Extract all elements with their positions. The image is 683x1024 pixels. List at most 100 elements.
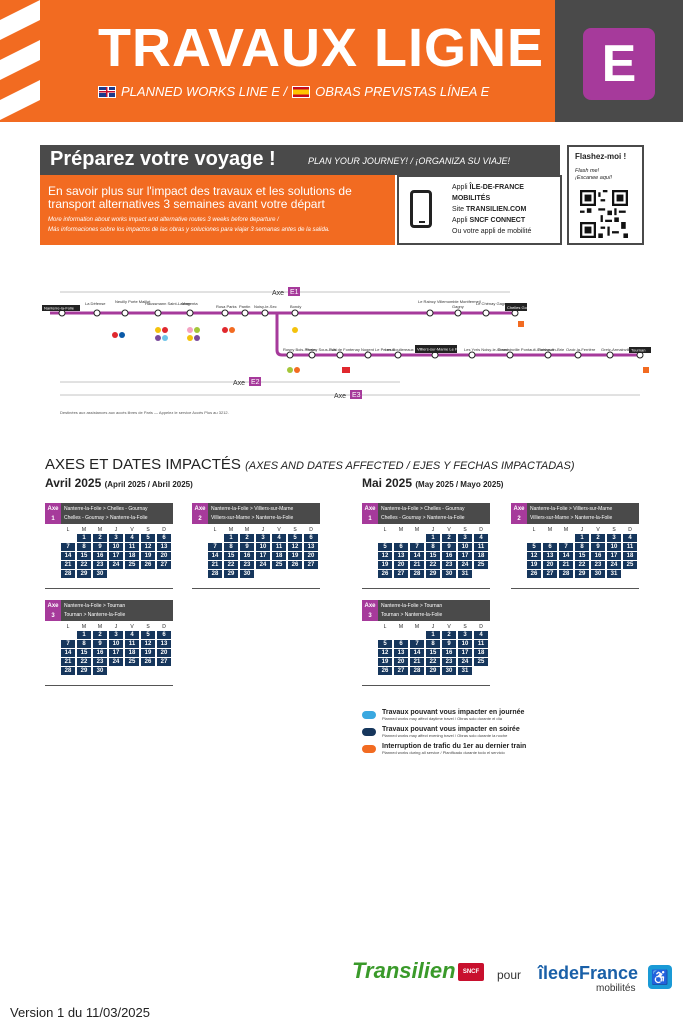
day-cell: 1	[426, 631, 440, 639]
day-cell: 24	[458, 561, 472, 569]
day-cell: 15	[77, 552, 91, 560]
interruption-swatch	[362, 745, 376, 753]
day-cell: 9	[93, 543, 107, 551]
day-cell: 11	[125, 640, 139, 648]
weekday-label: J	[261, 527, 265, 533]
calendar-divider	[511, 588, 639, 589]
weekday-label: M	[563, 527, 569, 533]
day-cell: 28	[410, 570, 424, 578]
prepare-info-panel	[40, 175, 395, 245]
weekday-label: D	[628, 527, 632, 533]
day-cell: 15	[77, 649, 91, 657]
day-cell: 14	[410, 552, 424, 560]
day-cell: 13	[394, 649, 408, 657]
weekday-label: J	[431, 624, 435, 630]
day-cell: 15	[426, 649, 440, 657]
svg-text:La Défense: La Défense	[85, 301, 106, 306]
day-cell: 20	[543, 561, 557, 569]
day-cell: 19	[527, 561, 541, 569]
axe3-num: E3	[352, 392, 361, 399]
day-cell: 16	[93, 649, 107, 657]
day-cell: 26	[527, 570, 541, 578]
prepare-small-es: Más informaciones sobre los impactos de …	[48, 227, 330, 233]
svg-text:Chelles Gournay: Chelles Gournay	[507, 305, 537, 310]
day-cell: 1	[77, 534, 91, 542]
day-cell: 17	[458, 552, 472, 560]
day-cell: 19	[288, 552, 302, 560]
day-cell: 21	[61, 561, 75, 569]
day-cell: 6	[157, 631, 171, 639]
day-cell: 10	[607, 543, 621, 551]
day-cell: 12	[378, 649, 392, 657]
axe3-label: Axe	[334, 393, 346, 400]
day-cell: 31	[458, 667, 472, 675]
header-banner: TRAVAUX LIGNE PLANNED WORKS LINE E / OBR…	[0, 0, 555, 122]
weekday-label: M	[228, 527, 234, 533]
day-cell: 25	[272, 561, 286, 569]
svg-text:Bondy: Bondy	[290, 304, 301, 309]
day-cell: 4	[125, 631, 139, 639]
weekday-label: J	[431, 527, 435, 533]
app-idfm[interactable]: Appli ÎLE-DE-FRANCE MOBILITÉS	[452, 184, 524, 202]
calendar-divider	[362, 588, 490, 589]
phone-icon	[410, 190, 432, 228]
weekday-label: J	[580, 527, 584, 533]
calendar-divider	[45, 685, 173, 686]
svg-text:Roissy-en-Brie: Roissy-en-Brie	[538, 347, 565, 352]
day-cell: 28	[208, 570, 222, 578]
uk-flag-icon	[98, 85, 116, 98]
site-transilien[interactable]: Site TRANSILIEN.COM	[452, 206, 527, 213]
axe1-badge	[288, 287, 300, 296]
day-cell: 29	[575, 570, 589, 578]
month-may: Mai 2025 (May 2025 / Mayo 2025)	[362, 476, 504, 490]
day-cell: 27	[304, 561, 318, 569]
line-badge: E	[583, 28, 655, 100]
qr-code-icon[interactable]	[580, 190, 628, 238]
svg-text:Haussmann Saint-Lazare: Haussmann Saint-Lazare	[145, 301, 191, 306]
weekday-label: J	[114, 624, 118, 630]
idf-logo: îledeFrance	[538, 963, 639, 983]
weekday-label: V	[277, 527, 281, 533]
day-cell: 14	[559, 552, 573, 560]
day-cell: 23	[442, 561, 456, 569]
day-cell: 8	[77, 640, 91, 648]
apps-box	[397, 175, 562, 245]
day-cell: 7	[410, 640, 424, 648]
axe1-label: Axe	[272, 290, 284, 297]
day-cell: 15	[426, 552, 440, 560]
day-cell: 5	[378, 543, 392, 551]
day-cell: 8	[575, 543, 589, 551]
day-cell: 4	[474, 631, 488, 639]
day-cell: 17	[256, 552, 270, 560]
day-cell: 6	[543, 543, 557, 551]
app-sncf-connect[interactable]: Appli SNCF CONNECT	[452, 217, 526, 224]
day-cell: 10	[109, 640, 123, 648]
day-cell: 7	[61, 640, 75, 648]
top-stations	[58, 309, 519, 317]
svg-text:Rosny Sous-Bois: Rosny Sous-Bois	[306, 347, 337, 352]
day-cell: 10	[458, 640, 472, 648]
weekday-label: M	[398, 527, 404, 533]
weekday-label: D	[162, 527, 166, 533]
qr-sub-en: Flash me!	[575, 168, 600, 174]
day-cell: 22	[426, 561, 440, 569]
day-cell: 29	[77, 570, 91, 578]
svg-text:Rosa Parks: Rosa Parks	[216, 304, 237, 309]
day-cell: 10	[256, 543, 270, 551]
day-cell: 14	[410, 649, 424, 657]
day-cell: 23	[93, 561, 107, 569]
day-cell: 14	[208, 552, 222, 560]
day-cell: 26	[288, 561, 302, 569]
day-cell: 2	[442, 631, 456, 639]
weekday-label: L	[66, 527, 70, 533]
day-cell: 8	[77, 543, 91, 551]
